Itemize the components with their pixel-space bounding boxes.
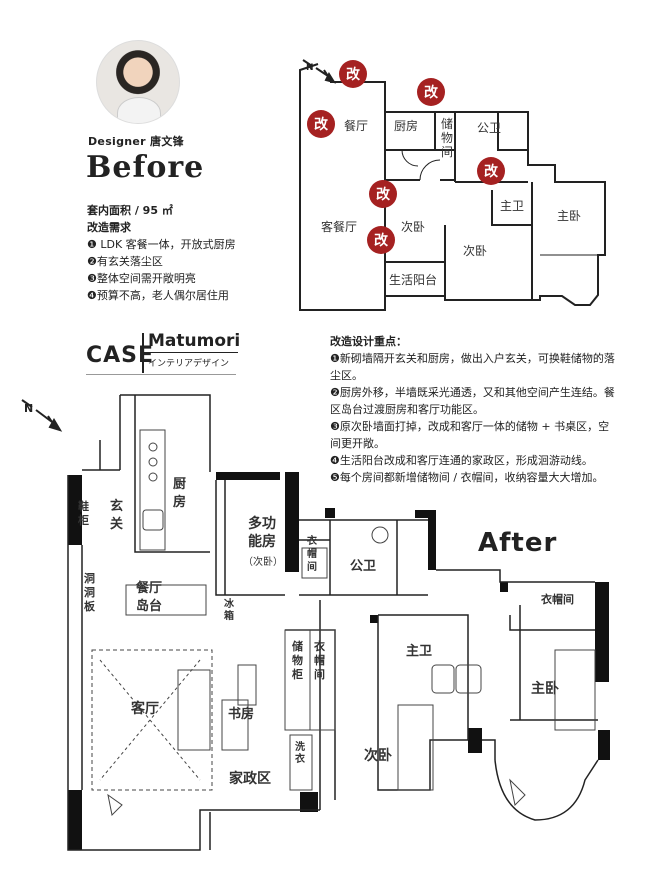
requirement-item: ❸整体空间需开敞明亮: [87, 272, 196, 285]
svg-text:改: 改: [424, 84, 439, 101]
before-north-label: N: [306, 63, 314, 73]
brand-underline: [148, 352, 238, 353]
after-walls: [67, 394, 599, 851]
room-label: 多功能房: [248, 515, 276, 550]
room-label: 次卧: [364, 747, 392, 764]
room-label: 餐厅岛台: [135, 580, 162, 614]
brand-subtitle: インテリアデザイン: [148, 359, 230, 369]
design-focus-item: ❺每个房间都新增储物间 / 衣帽间，收纳容量大大增加。: [330, 471, 604, 484]
room-label: 厨房: [394, 118, 418, 133]
before-plan: [299, 63, 606, 311]
room-label: 玄关: [110, 498, 123, 532]
svg-text:改: 改: [346, 66, 361, 83]
room-label: 衣帽间: [541, 592, 574, 606]
room-label: 衣帽间: [307, 534, 317, 573]
room-label: 洞洞板: [84, 571, 96, 613]
svg-text:改: 改: [314, 116, 329, 133]
requirements-title: 改造需求: [87, 221, 131, 234]
room-label: 洗衣: [295, 740, 305, 765]
before-north-arrow: [302, 59, 337, 84]
case-underline: [86, 374, 236, 375]
design-focus-title: 改造设计重点：: [330, 335, 407, 348]
svg-text:改: 改: [484, 163, 499, 180]
case-label: CASE: [86, 343, 155, 368]
design-focus-item: ❶新砌墙隔开玄关和厨房，做出入户玄关，可换鞋储物的落尘区。: [330, 352, 615, 382]
svg-text:改: 改: [374, 232, 389, 249]
mark-icon: 改: [339, 60, 367, 88]
room-label: 冰箱: [224, 597, 235, 622]
before-title: Before: [86, 150, 205, 185]
room-label: 次卧: [401, 220, 425, 234]
room-label: 鞋柜: [77, 499, 89, 527]
before-room-labels: 餐厅 厨房 储物间 公卫 客餐厅 次卧 次卧 主卫 主卧 生活阳台: [321, 116, 581, 287]
room-label: 厨房: [173, 477, 186, 510]
designer-avatar: [96, 40, 180, 124]
room-label: 储物间: [441, 116, 453, 159]
room-label: 书房: [228, 706, 254, 722]
room-label: 客厅: [130, 700, 159, 717]
room-sublabel: （次卧）: [243, 555, 283, 568]
after-north-arrow: [21, 399, 63, 432]
after-outer-walls: [68, 472, 610, 850]
modification-marks: 改 改 改 改 改 改: [307, 60, 505, 254]
brand-name: Matumori: [148, 331, 241, 351]
design-focus-item: ❹生活阳台改成和客厅连通的家政区，形成洄游动线。: [330, 454, 593, 467]
design-focus-item: ❷厨房外移，半墙既采光通透，又和其他空间产生连结。餐区岛台过渡厨房和客厅功能区。: [330, 386, 615, 416]
room-label: 公卫: [477, 121, 501, 135]
room-label: 生活阳台: [389, 272, 437, 287]
room-label: 家政区: [229, 770, 271, 787]
room-label: 储物柜: [291, 639, 303, 681]
room-label: 次卧: [463, 244, 487, 258]
room-label: 餐厅: [344, 118, 368, 133]
after-furniture: [91, 429, 596, 817]
mark-icon: 改: [307, 110, 335, 138]
room-label: 主卧: [557, 209, 581, 223]
room-label: 主卫: [500, 199, 524, 213]
design-focus-item: ❸原次卧墙面打掉，改成和客厅一体的储物 + 书桌区，空间更开敞。: [330, 420, 610, 450]
room-label: 客餐厅: [321, 219, 357, 234]
designer-name: Designer 唐文锋: [88, 135, 184, 148]
mark-icon: 改: [369, 180, 397, 208]
room-label: 主卧: [531, 680, 559, 697]
room-label: 公卫: [350, 559, 376, 574]
case-divider: [142, 333, 144, 373]
after-room-labels: 玄关 鞋柜 厨房 多功能房 （次卧） 衣帽间 公卫 洞洞板 餐厅岛台 冰箱 储物…: [77, 477, 574, 787]
room-label: 主卫: [406, 643, 432, 659]
requirement-item: ❹预算不高，老人偶尔居住用: [87, 289, 229, 302]
area-label: 套内面积 / 95 ㎡: [87, 204, 173, 217]
after-north-label: N: [24, 402, 33, 415]
requirement-item: ❷有玄关落尘区: [87, 255, 163, 268]
requirement-item: ❶ LDK 客餐一体，开放式厨房: [87, 238, 236, 251]
svg-text:改: 改: [376, 186, 391, 203]
mark-icon: 改: [417, 78, 445, 106]
mark-icon: 改: [367, 226, 395, 254]
room-label: 衣帽间: [314, 639, 326, 681]
mark-icon: 改: [477, 157, 505, 185]
after-title: After: [478, 528, 558, 558]
